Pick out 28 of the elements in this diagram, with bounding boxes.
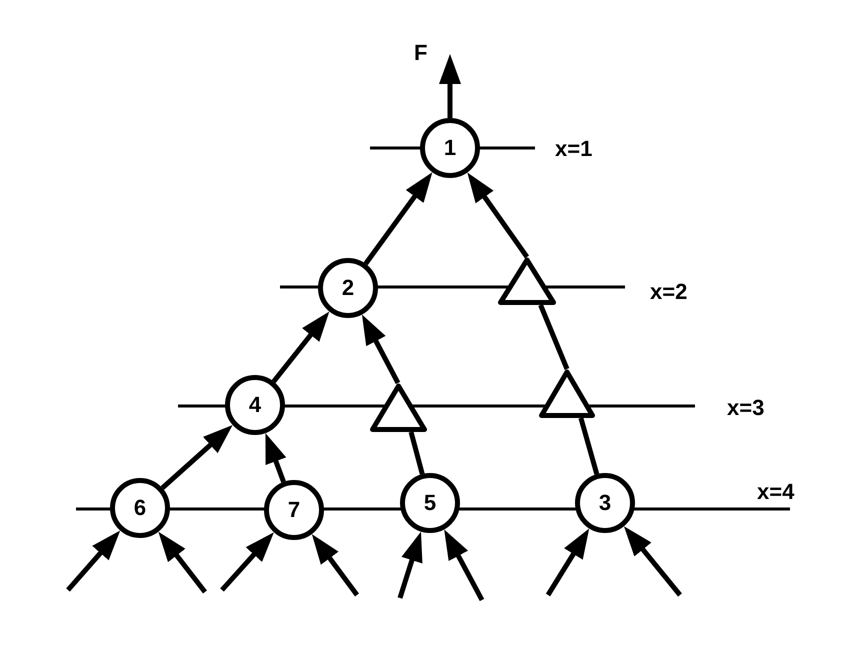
arrow [220,532,274,592]
node-circle: 6 [110,478,170,538]
arrow [467,172,530,258]
triangle-symbol [370,383,426,432]
level-label: x=3 [727,397,764,419]
level-label: x=2 [650,281,688,303]
triangle-symbol [539,369,595,418]
arrow [158,532,207,594]
node-circle: 4 [225,375,285,435]
arrow [272,311,330,384]
arrow [439,54,461,118]
level-label: x=1 [555,138,592,160]
arrow [364,172,432,266]
level-label: x=4 [757,481,794,503]
node-circle: 7 [264,480,324,540]
arrow [546,528,590,596]
node-circle: 1 [420,118,480,178]
arrow [398,532,422,599]
arrow [265,433,286,483]
node-circle: 2 [318,258,378,318]
arrow [624,526,682,597]
arrow [362,314,400,384]
arrow [312,534,359,596]
triangle-symbol [498,257,556,305]
node-circle: 5 [400,473,460,533]
arrow [444,529,484,602]
node-circle: 3 [575,473,635,533]
arrow [160,425,233,490]
